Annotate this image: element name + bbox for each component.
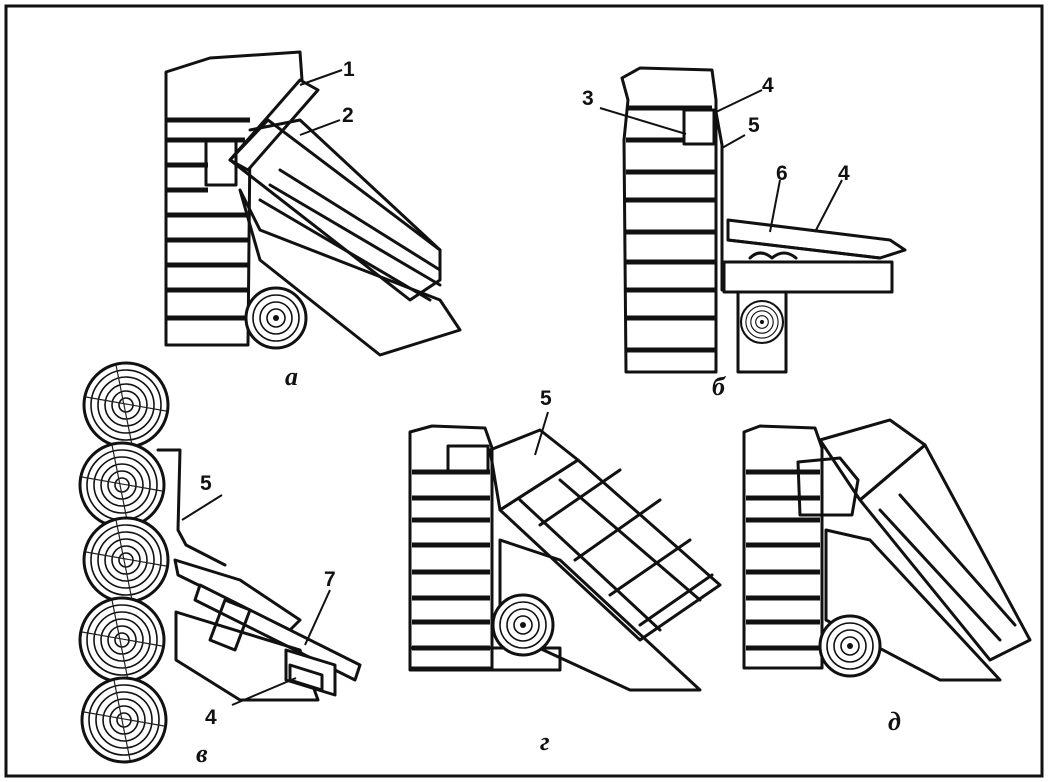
leader-2: [299, 119, 341, 136]
label-4-v: 4: [205, 706, 217, 729]
label-4-board: 4: [838, 162, 850, 185]
outer-frame: [4, 4, 1044, 778]
panel-v: [78, 361, 362, 764]
label-6: 6: [776, 162, 788, 185]
panel-a: [164, 50, 462, 357]
label-5-v: 5: [200, 472, 212, 495]
caption-v: в: [196, 739, 208, 768]
leader-4v: [231, 677, 297, 706]
panel-b: [620, 66, 907, 374]
leader-1: [299, 69, 343, 86]
label-5-g: 5: [540, 387, 552, 410]
label-7: 7: [324, 568, 336, 591]
leader-5v: [181, 494, 223, 521]
leader-7: [304, 589, 331, 646]
label-2: 2: [342, 104, 354, 127]
caption-g: г: [540, 727, 550, 756]
leader-6: [769, 179, 781, 233]
caption-b: б: [712, 372, 726, 401]
label-3: 3: [582, 87, 594, 110]
label-5-b: 5: [748, 114, 760, 137]
caption-d: д: [888, 707, 901, 736]
label-4-top: 4: [762, 74, 774, 97]
leader-4b: [814, 179, 843, 233]
leader-5b: [721, 134, 746, 149]
leader-3: [599, 107, 687, 135]
panel-d: [742, 418, 1032, 682]
leader-4a: [715, 89, 763, 113]
caption-a: а: [285, 362, 298, 391]
leader-5g: [534, 411, 549, 456]
panel-g: [408, 424, 722, 692]
label-1: 1: [343, 58, 355, 81]
